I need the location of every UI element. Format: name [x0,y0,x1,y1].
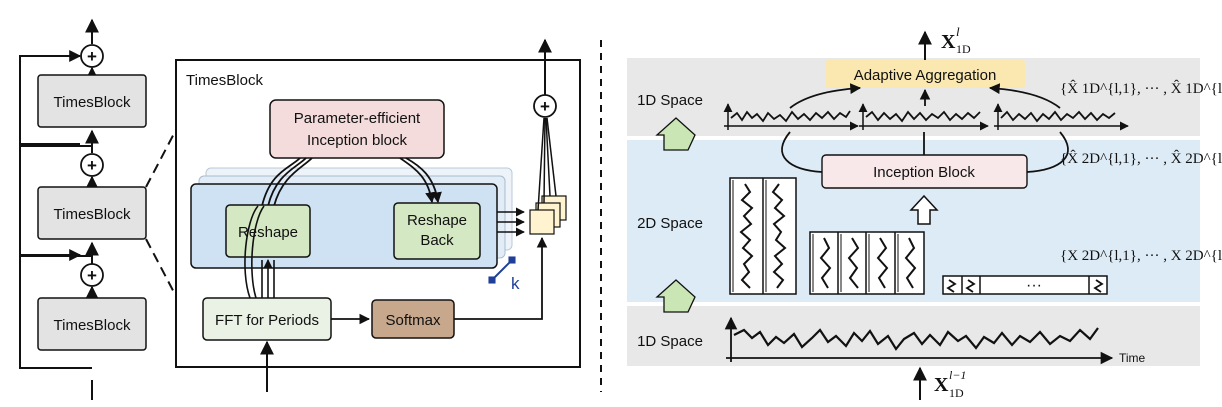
band-1d-bottom [627,306,1200,366]
softmax-to-squares-arrow [454,236,548,320]
k-label: k [511,274,520,293]
sum-line-1 [537,117,545,211]
output-sub: 1D [956,42,971,56]
add-circle-3 [80,263,104,287]
timesblock-1-label: TimesBlock [54,94,131,111]
reshape-back-label-line1: Reshape [407,212,467,229]
space-label-mid: 2D Space [637,215,703,232]
curve-inception-to-reshapeback-2 [405,157,442,204]
tensor-2d-large [729,177,797,295]
input-var: X [934,374,949,396]
green-up-arrow-top [655,117,696,151]
mini-series-2 [858,103,989,131]
timesblock-2 [37,186,147,240]
tensor-2d-small: ··· [942,275,1108,295]
output-var: X [941,31,956,53]
output-sup: l [956,24,960,39]
aggregation-label: Adaptive Aggregation [854,67,997,84]
timesblock-3-label: TimesBlock [54,317,131,334]
timesblock-2-label: TimesBlock [54,206,131,223]
mini-series-3 [993,103,1129,131]
space-label-bottom: 1D Space [637,333,703,350]
curve-reshape-to-inception-1 [261,157,301,207]
timesblock-1 [37,74,147,128]
add-circle-1 [80,44,104,68]
add-symbol-2: + [87,156,97,175]
curve-reshape-to-inception-2 [267,157,307,207]
set-2d-hat: {X̂ 2D^{l,1}, ··· , X̂ 2D^{l,k}} [1060,150,1222,167]
inception-block-box [269,99,445,159]
weight-square-1 [529,209,555,235]
curve-reshape-to-inception-3 [273,157,313,207]
input-series-plot: Time [724,316,1146,365]
curve-inception-to-reshapeback-1 [399,157,436,204]
reshape-back-box [393,202,481,260]
reshape-back-label-line2: Back [420,232,454,249]
set-1d-hat: {X̂ 1D^{l,1}, ··· , X̂ 1D^{l,k}} [1060,80,1222,97]
green-up-arrow-bottom [655,279,696,313]
fft-bypass-curve-2 [251,205,265,299]
timesblock-3 [37,297,147,351]
zoom-line-bottom [145,238,179,301]
timesblock-stack: TimesBlock TimesBlock TimesBlock + + + [19,18,147,400]
curve-inception-to-series3 [1026,131,1069,173]
aggregation-box [825,60,1025,88]
right-inception-label: Inception Block [873,164,975,181]
curve-series3-to-aggregation [988,83,1061,109]
inception-label-line1: Parameter-efficient [294,110,421,127]
detail-title: TimesBlock [186,72,263,89]
residual-skip-1 [19,50,92,147]
timesblock-detail: TimesBlock Parameter-efficient Inception… [175,38,581,392]
detail-add-symbol: + [540,97,550,116]
tensor-ellipsis: ··· [1026,277,1042,294]
space-label-top: 1D Space [637,92,703,109]
input-sup: l−1 [949,368,966,382]
mini-series-1 [723,103,859,131]
sum-line-3 [545,117,551,197]
set-2d: {X 2D^{l,1}, ··· , X 2D^{l,k}} [1060,248,1222,264]
k-bracket [488,256,516,284]
tensor-2d-medium [809,231,925,295]
input-series-line [733,327,1099,351]
softmax-label: Softmax [385,312,441,329]
sum-line-2 [543,117,546,204]
reshape-box [225,204,311,258]
add-circle-2 [80,153,104,177]
white-up-arrow [909,194,939,225]
input-sub: 1D [949,386,964,400]
add-symbol-1: + [87,47,97,66]
curve-inception-to-series1 [781,131,823,173]
fft-bypass-curve-1 [244,205,259,299]
zoom-line-top [145,125,179,188]
right-pipeline: 1D Space 2D Space 1D Space Adaptive Aggr… [627,24,1222,400]
inception-label-line2: Inception block [307,132,408,149]
residual-skip-2 [19,143,92,257]
time-axis-label: Time [1119,351,1146,365]
curve-series1-to-aggregation [789,83,862,109]
fft-label: FFT for Periods [215,312,319,329]
sum-line-4 [546,117,557,197]
add-symbol-3: + [87,266,97,285]
